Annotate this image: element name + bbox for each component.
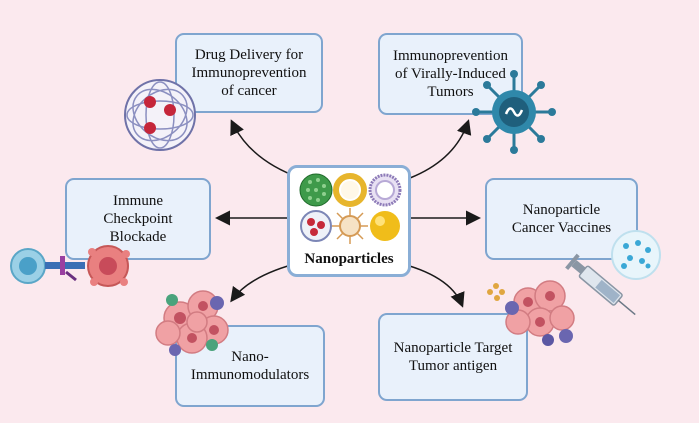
nanoparticles-label: Nanoparticles (304, 251, 394, 267)
vaccines-label: Nanoparticle Cancer Vaccines (511, 202, 612, 236)
checkpoint-cells-icon (10, 245, 130, 287)
nanocarrier-icon (124, 79, 196, 151)
virus-icon (472, 70, 556, 154)
drug-delivery-label: Drug Delivery for Immunoprevention of ca… (191, 47, 307, 99)
nanoparticles-panel: Nanoparticles (287, 165, 411, 277)
drug-delivery-box: Drug Delivery for Immunoprevention of ca… (175, 33, 323, 113)
immunomodulators-label: Nano- Immunomodulators (190, 349, 310, 383)
vaccine-syringe-icon (565, 230, 661, 316)
virally-induced-label: Immunoprevention of Virally-Induced Tumo… (393, 48, 508, 100)
target-antigen-box: Nanoparticle Target Tumor antigen (378, 313, 528, 401)
nanoparticle-types-icon (299, 173, 402, 244)
tumor-antigen-cluster-icon (487, 280, 575, 346)
target-antigen-label: Nanoparticle Target Tumor antigen (393, 340, 513, 374)
immunomodulators-box: Nano- Immunomodulators (175, 325, 325, 407)
vaccines-box: Nanoparticle Cancer Vaccines (485, 178, 638, 260)
checkpoint-box: Immune Checkpoint Blockade (65, 178, 211, 260)
tumor-immune-cluster-icon (155, 290, 229, 356)
arrow-to-virally-induced (409, 119, 472, 179)
checkpoint-label: Immune Checkpoint Blockade (103, 193, 173, 245)
